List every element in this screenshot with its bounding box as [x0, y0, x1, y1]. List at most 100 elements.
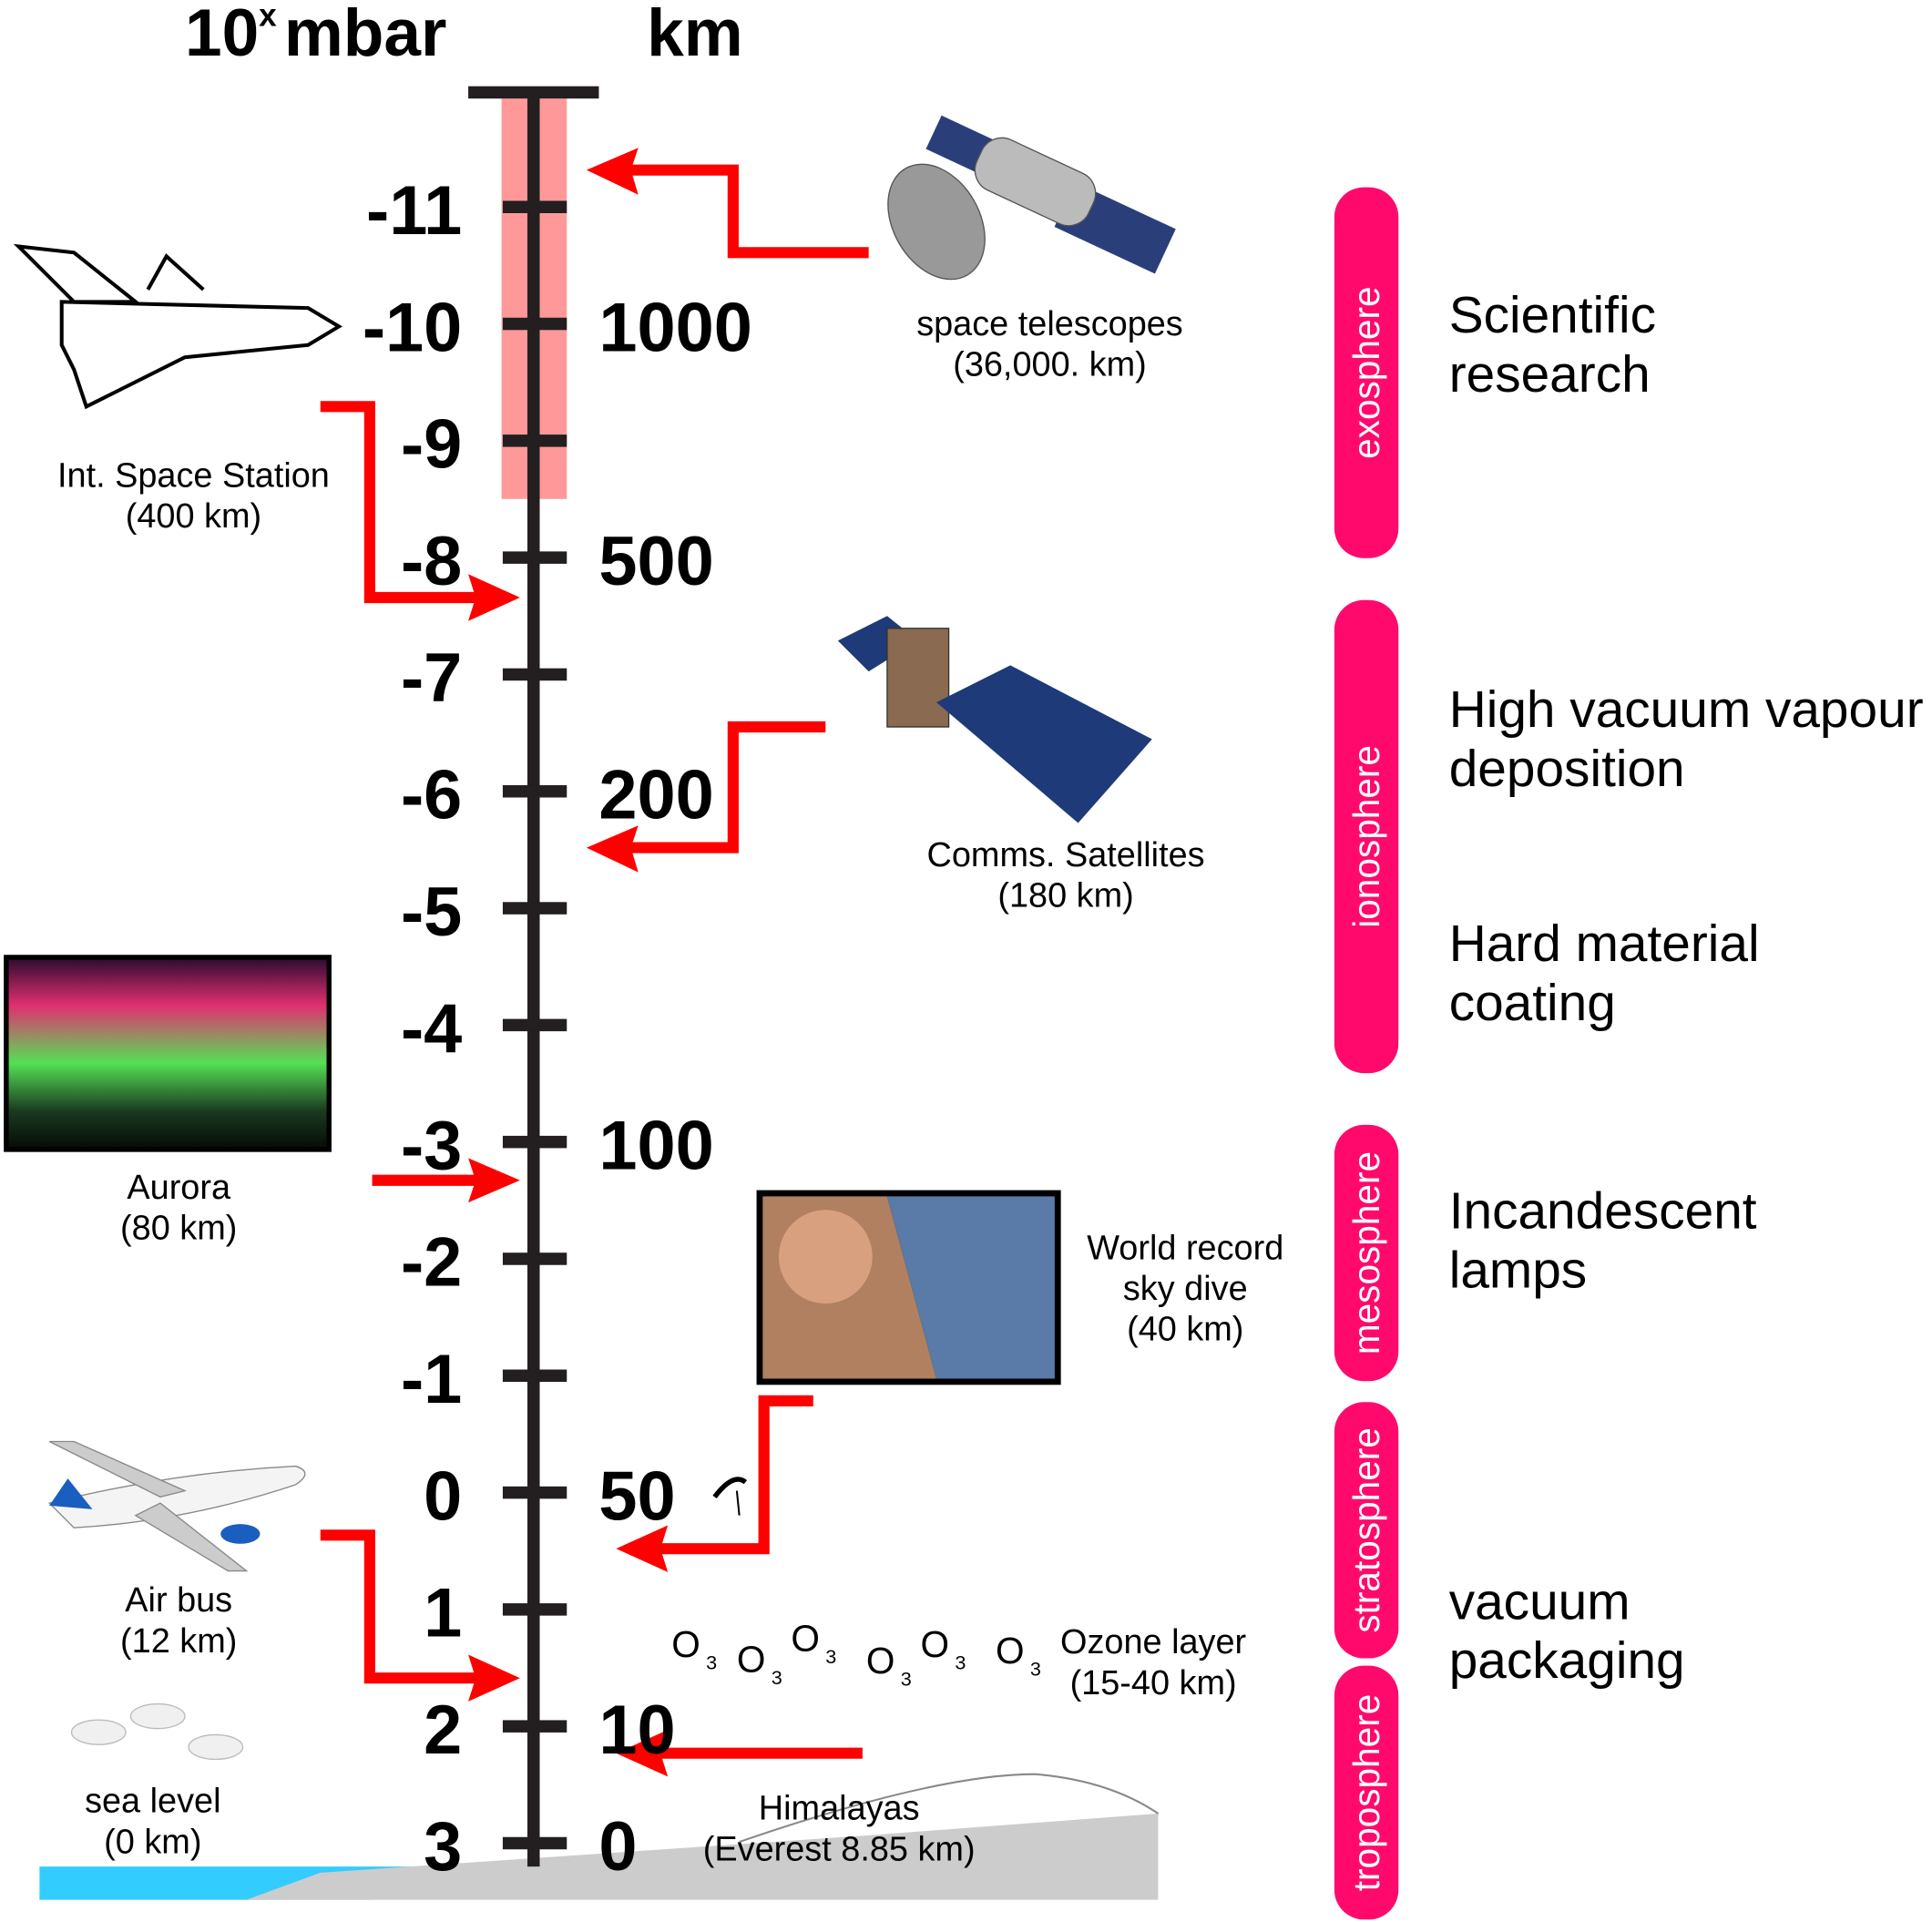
pressure-tick-label: -4 — [401, 990, 462, 1068]
km-label: 1000 — [598, 289, 751, 366]
ozone-subscript: 3 — [1030, 1657, 1041, 1680]
layer-label: ionosphere — [1345, 745, 1387, 928]
axis-tick — [502, 1018, 567, 1032]
aurora-label: Aurora — [127, 1169, 231, 1207]
ozone-label: (15-40 km) — [1070, 1664, 1237, 1702]
airbus-label: (12 km) — [120, 1622, 237, 1661]
skydive-label: World record — [1087, 1229, 1283, 1267]
layer-pill-troposphere — [1334, 1665, 1399, 1920]
pressure-tick-label: -2 — [401, 1224, 462, 1302]
ozone-subscript: 3 — [901, 1667, 912, 1690]
comms-label: Comms. Satellites — [927, 836, 1205, 874]
telescopes-label: (36,000. km) — [953, 346, 1147, 384]
aurora-label: (80 km) — [120, 1210, 237, 1248]
axis-tick — [502, 317, 567, 331]
telescope-arrow — [622, 164, 869, 259]
pressure-tick-label: 3 — [424, 1808, 462, 1886]
km-label: 100 — [598, 1107, 713, 1184]
airbus-image — [47, 1440, 306, 1572]
skydive-label: (40 km) — [1127, 1311, 1243, 1349]
iss-label: (400 km) — [126, 497, 261, 536]
axis-tick — [502, 434, 567, 447]
ozone-label: Ozone layer — [1060, 1623, 1246, 1661]
mountain-ground — [246, 1813, 1159, 1900]
axis-tick — [502, 1720, 567, 1733]
skydive-image — [756, 1190, 1061, 1385]
layer-pill-stratosphere — [1334, 1402, 1399, 1659]
himalaya-outline — [739, 1773, 1160, 1844]
airbus-arrow — [320, 1529, 481, 1684]
km-label: 200 — [598, 757, 713, 834]
pressure-tick-label: -3 — [401, 1107, 462, 1184]
iss-label: Int. Space Station — [57, 456, 330, 495]
altitude-header: km — [647, 0, 743, 70]
axis-tick — [502, 784, 567, 798]
axis-tick — [502, 1252, 567, 1265]
application-label: Scientific — [1449, 287, 1656, 344]
layer-label: stratosphere — [1345, 1427, 1387, 1632]
parachute-icon — [712, 1477, 748, 1516]
km-label: 0 — [598, 1808, 637, 1886]
application-label: vacuum — [1449, 1573, 1630, 1631]
layer-label: mesosphere — [1345, 1151, 1387, 1355]
pressure-axis — [526, 92, 540, 1867]
ozone-molecule: O — [737, 1638, 766, 1680]
axis-tick — [502, 1836, 567, 1850]
sea-label: (0 km) — [104, 1823, 201, 1861]
ozone-molecule: O — [920, 1623, 949, 1665]
application-label: Incandescent — [1449, 1183, 1757, 1241]
km-label: 10 — [598, 1692, 675, 1769]
axis-tick — [502, 551, 567, 564]
skydive-label: sky dive — [1123, 1270, 1248, 1308]
pressure-tick-label: -11 — [366, 172, 462, 250]
layer-label: exosphere — [1345, 286, 1387, 458]
axis-tick — [502, 1369, 567, 1383]
arrows — [320, 164, 869, 1759]
space-telescope-image — [887, 115, 1176, 281]
ozone-subscript: 3 — [955, 1651, 966, 1674]
application-label: High vacuum vapour — [1449, 681, 1924, 739]
pressure-tick-label: 0 — [424, 1457, 462, 1535]
axis-tick — [502, 1603, 567, 1616]
pressure-tick-label: -5 — [401, 874, 462, 951]
pressure-tick-label: 2 — [424, 1692, 462, 1769]
pressure-tick-label: -10 — [363, 289, 462, 366]
layer-pill-ionosphere — [1334, 599, 1399, 1074]
ozone-subscript: 3 — [706, 1651, 717, 1674]
pressure-tick-label: -6 — [401, 757, 462, 834]
telescopes-label: space telescopes — [916, 305, 1183, 343]
application-label: deposition — [1449, 741, 1685, 798]
layer-pill-exosphere — [1334, 187, 1399, 558]
pressure-tick-label: -8 — [401, 523, 462, 600]
himalayas-label: (Everest 8.85 km) — [703, 1830, 976, 1868]
sea-label: sea level — [85, 1783, 220, 1821]
pressure-tick-label: -1 — [401, 1341, 462, 1418]
application-label: packaging — [1449, 1632, 1685, 1690]
arrowheads — [468, 148, 669, 1777]
layer-label: troposphere — [1345, 1694, 1387, 1891]
axis-tick — [502, 200, 567, 213]
axis-tick — [502, 1486, 567, 1499]
airbus-label: Air bus — [125, 1581, 232, 1620]
application-label: Hard material — [1449, 915, 1760, 973]
ozone-molecule: O — [791, 1617, 820, 1659]
ozone-molecule: O — [671, 1623, 700, 1665]
application-label: coating — [1449, 975, 1616, 1032]
km-label: 50 — [598, 1457, 675, 1535]
axis-tick — [502, 1135, 567, 1149]
axis-tick — [502, 902, 567, 915]
km-label: 500 — [598, 523, 713, 600]
ozone-subscript: 3 — [825, 1645, 836, 1668]
comms-arrow — [622, 721, 826, 854]
comms-satellite-image — [837, 616, 1152, 823]
skydive-arrow — [652, 1395, 813, 1555]
ozone-subscript: 3 — [772, 1666, 782, 1689]
himalayas-label: Himalayas — [759, 1790, 920, 1828]
layer-pill-mesosphere — [1334, 1124, 1399, 1382]
clouds-image — [70, 1702, 244, 1761]
pressure-tick-label: -9 — [401, 406, 462, 484]
aurora-image — [4, 955, 332, 1152]
axis-tick — [502, 668, 567, 681]
